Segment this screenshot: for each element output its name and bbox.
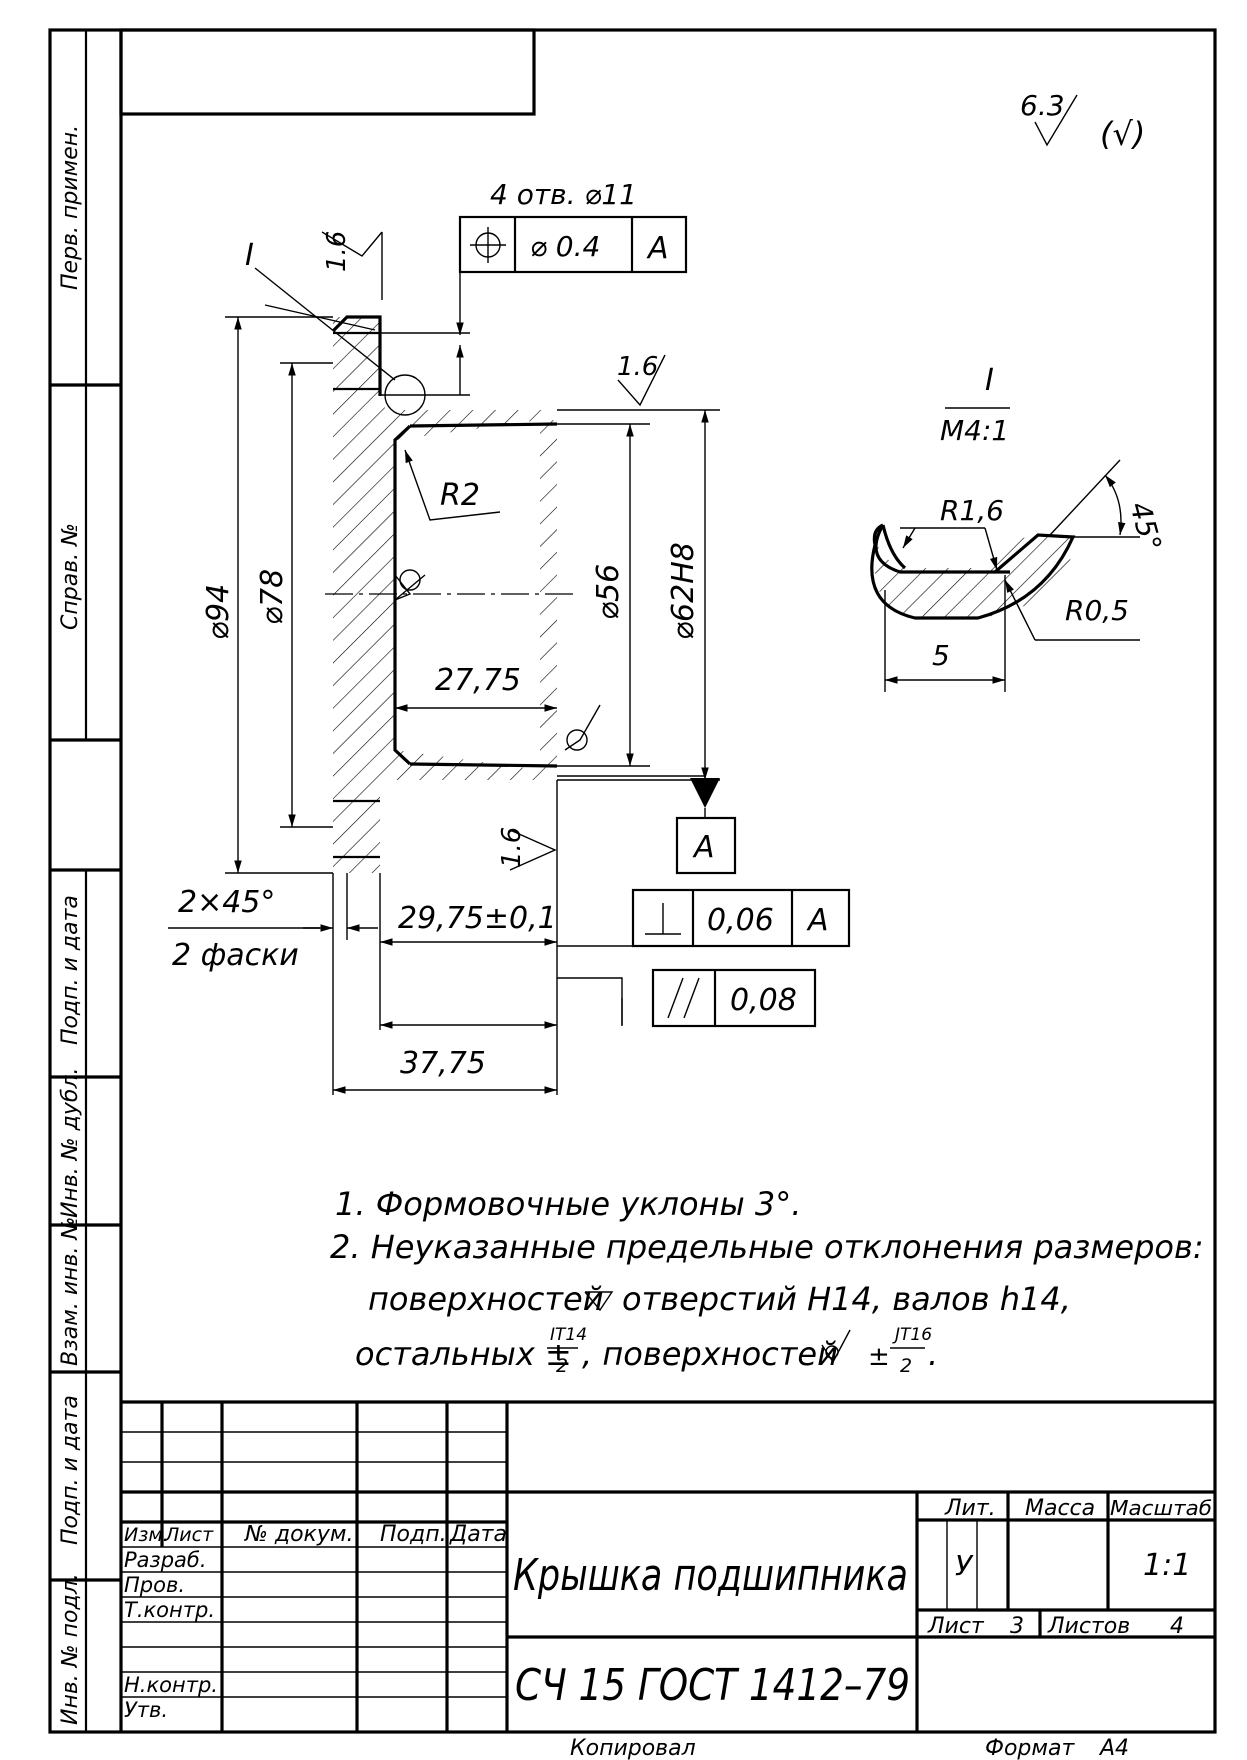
svg-text:A: A (692, 830, 715, 865)
stamp-podp-data-2: Подп. и дата (58, 1395, 83, 1545)
svg-text:1:1: 1:1 (1143, 1548, 1191, 1583)
svg-text:Лит.: Лит. (944, 1496, 996, 1521)
svg-text:0,08: 0,08 (730, 983, 797, 1018)
parallelism-frame: 0,08 (557, 968, 817, 1028)
stamp-inv-podl: Инв. № подл. (58, 1573, 83, 1725)
detail-title: I (985, 363, 994, 398)
title-block-text: Изм. Лист № докум. Подп. Дата Разраб. Пр… (124, 1496, 1212, 1722)
note-4a: остальных ± (355, 1335, 572, 1373)
stamp-podp-data-1: Подп. и дата (58, 895, 83, 1045)
roughness-marks: 1.6 1.6 1.6 (321, 231, 666, 871)
dim-37-75: 37,75 (400, 1046, 486, 1081)
stamp-vzam-inv: Взам. инв. № (58, 1217, 83, 1366)
svg-text:Лист: Лист (927, 1614, 985, 1639)
note-frac1-num: IT14 (550, 1325, 587, 1345)
footer: Копировал Формат A4 (570, 1736, 1129, 1760)
note-1: 1. Формовочные уклоны 3°. (335, 1185, 801, 1223)
detail-angle: 45° (1123, 498, 1168, 554)
general-roughness: 6.3 (√) (1020, 89, 1145, 153)
svg-text:(√): (√) (1100, 115, 1145, 153)
detail-mark: I (245, 238, 254, 273)
svg-text:Лист: Лист (164, 1524, 214, 1546)
dim-29-75: 29,75±0,1 (398, 901, 557, 936)
svg-text:Дата: Дата (449, 1522, 507, 1547)
svg-text:6.3: 6.3 (1020, 89, 1065, 122)
technical-notes: 1. Формовочные уклоны 3°. 2. Неуказанные… (330, 1185, 1204, 1377)
footer-copied: Копировал (570, 1736, 696, 1760)
dim-d62h8: ⌀62H8 (666, 542, 701, 640)
stamp-perv-primen: Перв. примен. (58, 125, 83, 290)
svg-text:Листов: Листов (1047, 1614, 1130, 1639)
detail-r05: R0,5 (1065, 594, 1129, 627)
note-frac2-num: JT16 (892, 1325, 932, 1345)
dimensions: ⌀94 ⌀78 ⌀56 ⌀62H8 27,75 2×45° 2 фаски 29… (168, 316, 720, 1095)
material: СЧ 15 ГОСТ 1412–79 (515, 1660, 910, 1711)
dim-d78: ⌀78 (255, 569, 290, 625)
dim-chamfer-note: 2 фаски (172, 938, 299, 973)
svg-text:1.6: 1.6 (322, 231, 352, 272)
svg-text:Масштаб: Масштаб (1110, 1496, 1212, 1520)
detail-scale: M4:1 (940, 414, 1009, 447)
svg-text:№ докум.: № докум. (244, 1522, 353, 1547)
position-tolerance-frame: 4 отв. ⌀11 ⌀ 0.4 A (380, 178, 688, 396)
svg-text:Масса: Масса (1025, 1496, 1095, 1521)
dim-d56: ⌀56 (591, 564, 626, 620)
title-block (121, 1400, 1215, 1732)
svg-text:A: A (646, 231, 669, 266)
dim-d94: ⌀94 (201, 584, 236, 640)
stamp-inv-dubl: Инв. № дубл. (58, 1067, 83, 1218)
datum-a: A (557, 775, 737, 875)
note-4c: ± (868, 1342, 890, 1372)
svg-text:⌀ 0.4: ⌀ 0.4 (530, 230, 600, 263)
note-frac2-den: 2 (900, 1355, 912, 1377)
note-4d: . (928, 1335, 938, 1373)
svg-text:Пров.: Пров. (124, 1573, 185, 1597)
svg-text:Т.контр.: Т.контр. (124, 1598, 215, 1622)
svg-text:A: A (806, 903, 829, 938)
svg-text:0,06: 0,06 (707, 903, 774, 938)
dim-chamfer: 2×45° (178, 885, 275, 920)
part-title: Крышка подшипника (513, 1550, 908, 1601)
svg-text:Утв.: Утв. (124, 1698, 168, 1722)
note-frac1-den: 2 (556, 1355, 568, 1377)
note-2: 2. Неуказанные предельные отклонения раз… (330, 1228, 1204, 1266)
svg-text:Изм.: Изм. (124, 1524, 169, 1546)
svg-text:3: 3 (1010, 1614, 1024, 1639)
detail-r16: R1,6 (940, 494, 1004, 527)
stamp-sprav-no: Справ. № (58, 523, 83, 630)
svg-text:4 отв. ⌀11: 4 отв. ⌀11 (490, 178, 637, 211)
svg-text:Разраб.: Разраб. (124, 1548, 207, 1572)
svg-text:1.6: 1.6 (617, 352, 658, 382)
detail-view: I M4:1 R1,6 45° R0,5 5 (870, 363, 1168, 692)
note-4b: , поверхностей (582, 1335, 838, 1373)
detail-width: 5 (932, 639, 950, 672)
svg-text:Подп.: Подп. (380, 1522, 447, 1547)
svg-text:4: 4 (1170, 1614, 1184, 1639)
footer-format-value: A4 (1098, 1736, 1129, 1760)
dim-27-75: 27,75 (435, 663, 521, 698)
footer-format-label: Формат (985, 1736, 1075, 1760)
note-3a: поверхностей (368, 1280, 604, 1318)
radius-r2-label: R2 (440, 478, 480, 513)
part-section: I R2 (245, 238, 575, 873)
perpendicularity-frame: 0,06 A (557, 888, 851, 948)
sheet-frame (48, 28, 1217, 1734)
svg-text:Н.контр.: Н.контр. (124, 1673, 218, 1697)
svg-text:У: У (955, 1549, 974, 1582)
svg-text:1.6: 1.6 (497, 827, 527, 868)
note-3b: отверстий H14, валов h14, (622, 1280, 1071, 1318)
